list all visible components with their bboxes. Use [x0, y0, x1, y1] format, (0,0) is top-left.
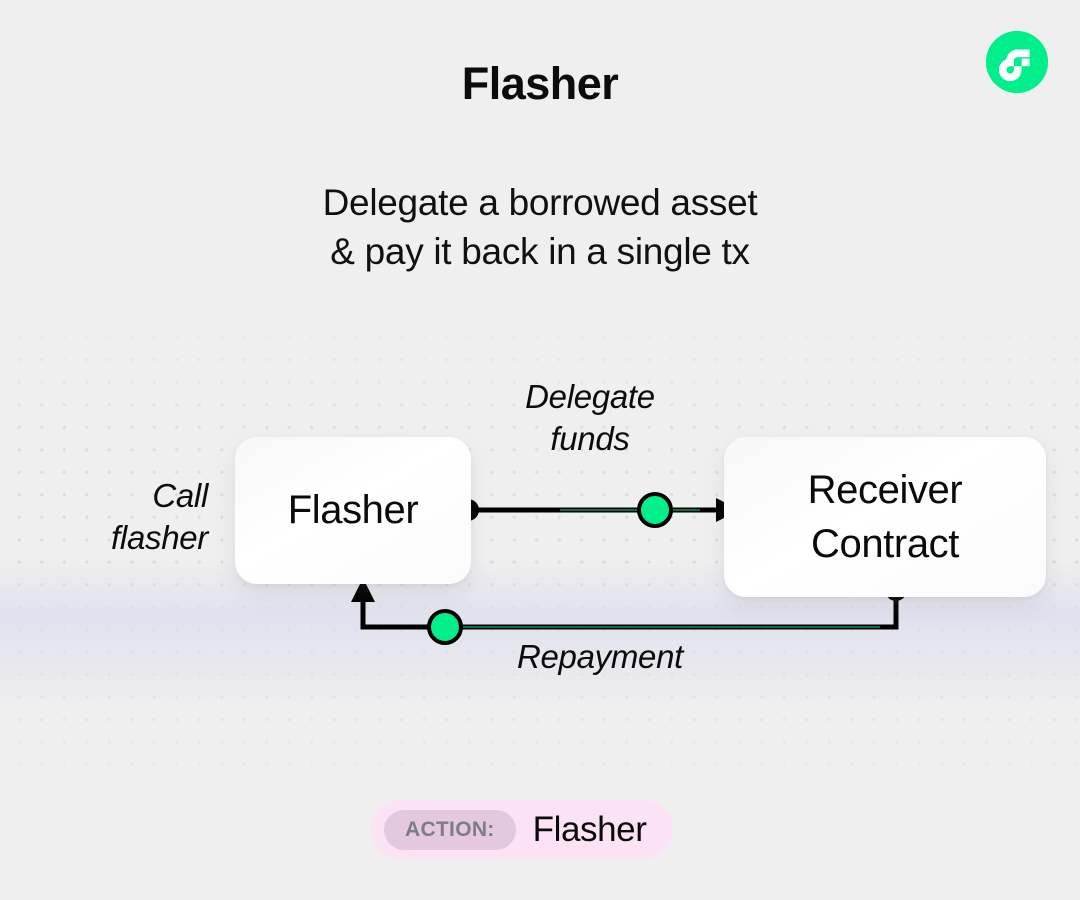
action-badge-value: Flasher: [532, 809, 647, 849]
flow-diagram: Flasher Receiver Contract Call flasher D…: [0, 320, 1080, 770]
delegate-funds-line-2: funds: [550, 420, 630, 457]
delegate-funds-line-1: Delegate: [525, 378, 655, 415]
node-flasher[interactable]: Flasher: [235, 437, 471, 584]
flow-logo: [986, 31, 1048, 93]
node-receiver-contract[interactable]: Receiver Contract: [724, 437, 1046, 597]
flow-logo-icon: [986, 31, 1048, 93]
subtitle-line-1: Delegate a borrowed asset: [322, 182, 758, 223]
edge-label-delegate-funds: Delegate funds: [470, 376, 710, 460]
edge-label-call-flasher: Call flasher: [20, 475, 208, 559]
subtitle-line-2: & pay it back in a single tx: [330, 231, 750, 272]
call-flasher-line-2: flasher: [111, 519, 208, 556]
node-flasher-label: Flasher: [287, 488, 419, 532]
action-badge-tag: ACTION:: [384, 809, 516, 850]
action-badge: ACTION: Flasher: [371, 800, 673, 859]
node-receiver-label: Receiver Contract: [808, 463, 963, 571]
edge-label-repayment: Repayment: [516, 638, 684, 675]
call-flasher-line-1: Call: [152, 477, 208, 514]
page-subtitle: Delegate a borrowed asset & pay it back …: [0, 178, 1080, 276]
node-receiver-label-line-1: Receiver: [807, 468, 963, 512]
page-title: Flasher: [461, 58, 619, 109]
node-receiver-label-line-2: Contract: [811, 522, 959, 566]
